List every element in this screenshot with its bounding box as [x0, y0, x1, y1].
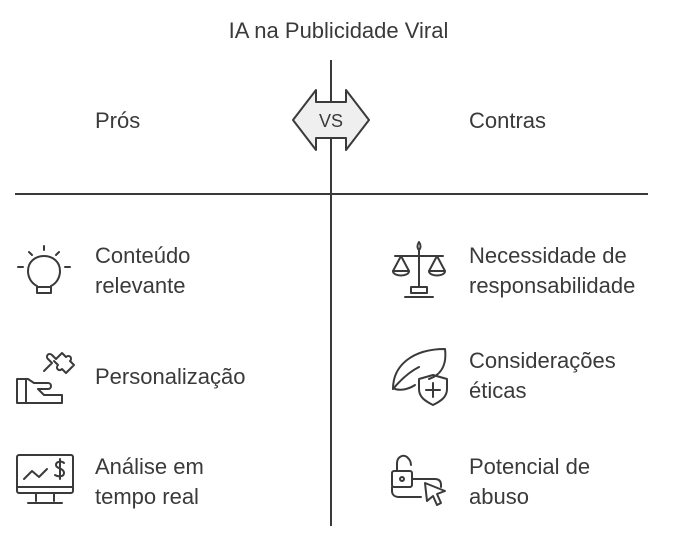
hand-puzzle-icon	[16, 352, 75, 404]
cons-item-3-line2: abuso	[469, 484, 529, 509]
pros-item-2-line1: Personalização	[95, 364, 246, 389]
cons-item-1-line1: Necessidade de	[469, 243, 627, 268]
monitor-chart-icon	[16, 454, 74, 504]
pros-item-2: Personalização	[95, 362, 245, 392]
diagram-title: IA na Publicidade Viral	[228, 18, 449, 43]
pros-item-3-line2: tempo real	[95, 484, 199, 509]
cons-item-1-line2: responsabilidade	[469, 273, 636, 298]
cons-item-2: Considerações éticas	[469, 346, 616, 406]
cons-item-2-line1: Considerações	[469, 348, 616, 373]
pros-item-3-line1: Análise em	[95, 454, 204, 479]
cons-item-3-line1: Potencial de	[469, 454, 591, 479]
pros-item-1-line2: relevante	[95, 273, 186, 298]
cons-item-3: Potencial de abuso	[469, 452, 590, 512]
cons-header: Contras	[469, 108, 547, 133]
pros-header: Prós	[95, 108, 141, 133]
scales-icon	[392, 241, 446, 298]
pros-item-1-line1: Conteúdo	[95, 243, 191, 268]
leaf-shield-icon	[392, 348, 448, 406]
unlock-cursor-icon	[391, 454, 446, 506]
cons-item-2-line2: éticas	[469, 378, 527, 403]
pros-item-3: Análise em tempo real	[95, 452, 204, 512]
vs-label: VS	[319, 111, 343, 131]
cons-item-1: Necessidade de responsabilidade	[469, 241, 635, 301]
pros-item-1: Conteúdo relevante	[95, 241, 190, 301]
lightbulb-icon	[17, 245, 71, 294]
vs-badge: VS	[292, 89, 370, 151]
